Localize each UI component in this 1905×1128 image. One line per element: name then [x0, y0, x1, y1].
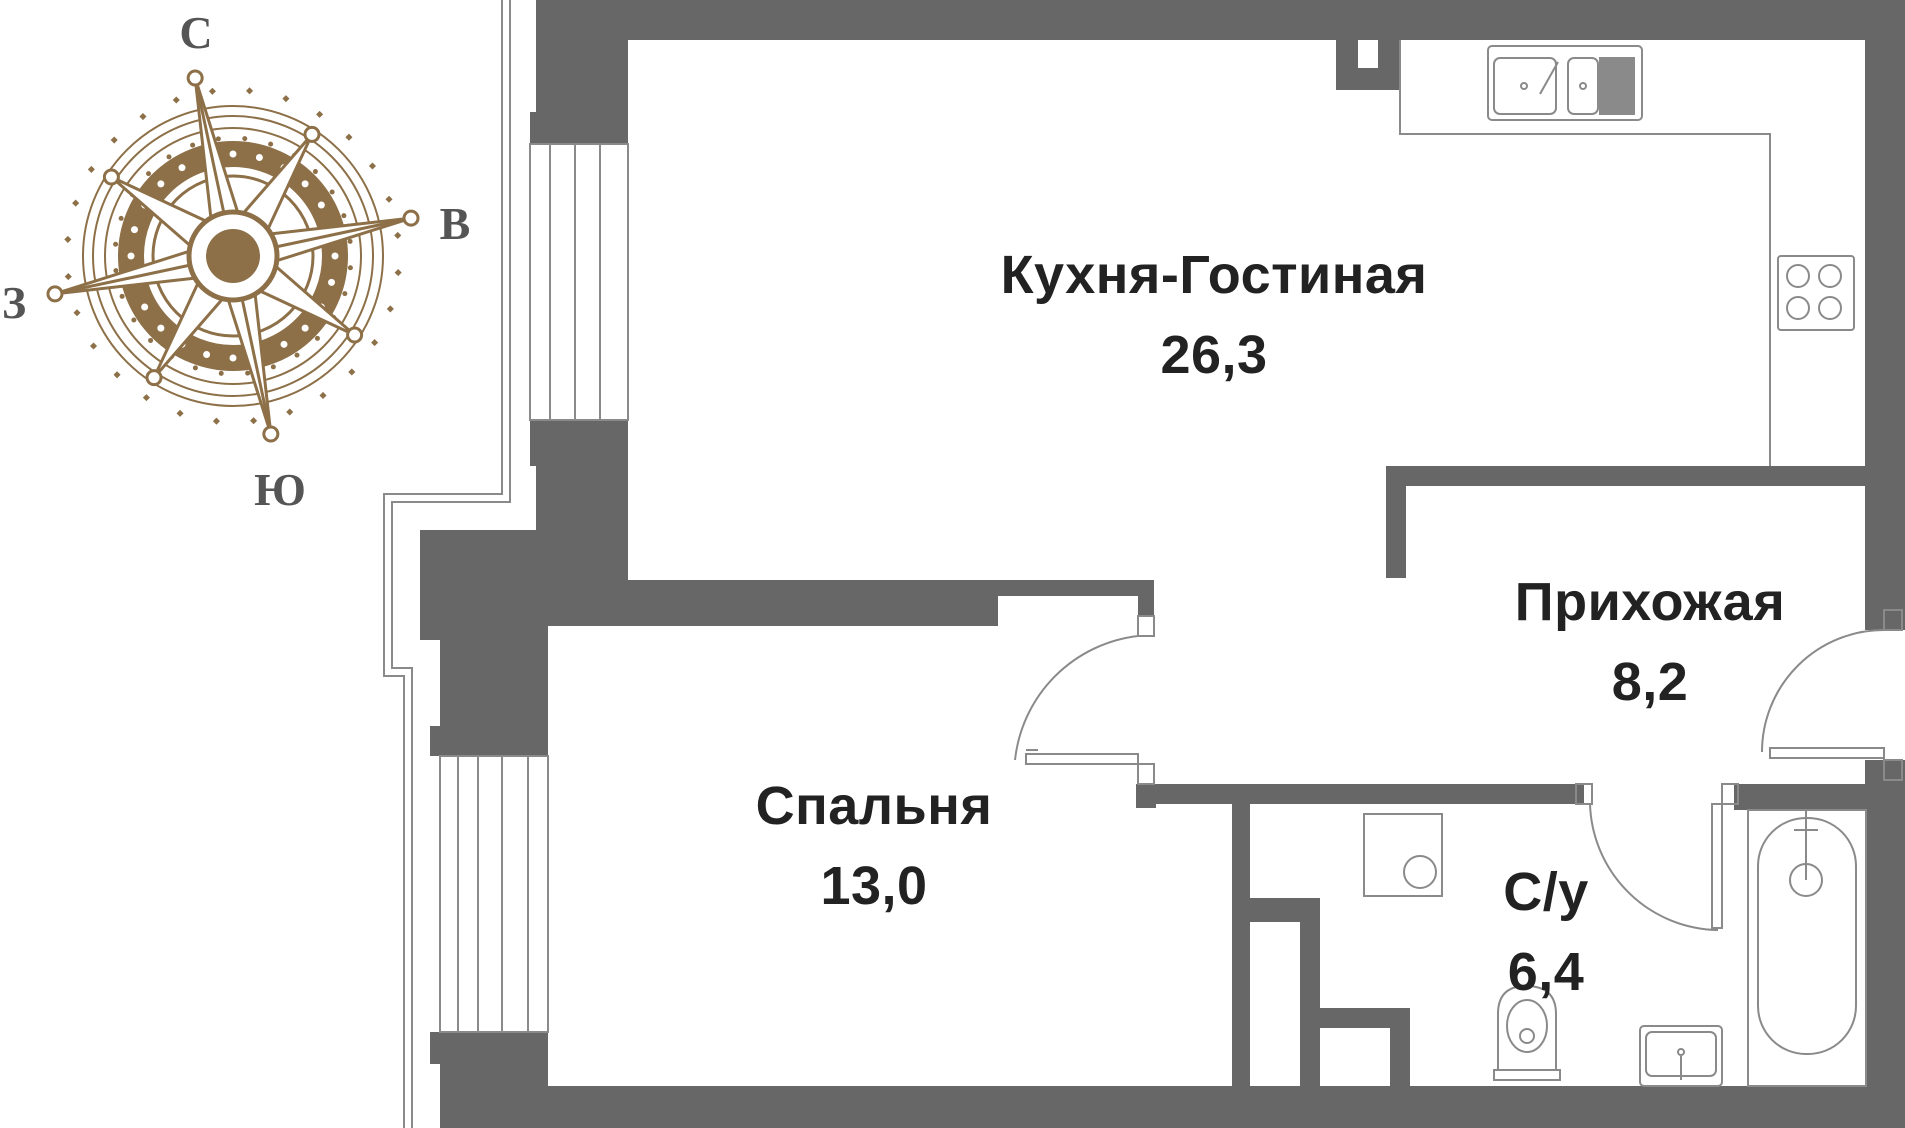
toilet-icon — [1493, 984, 1561, 1081]
compass-letter-west: З — [2, 277, 26, 328]
room-kitchen-living: Кухня-Гостиная 26,3 — [1001, 245, 1428, 385]
compass-rose — [46, 69, 420, 443]
sink-icon — [1487, 45, 1643, 121]
room-bedroom: Спальня 13,0 — [756, 776, 993, 916]
washbasin-icon — [1639, 1025, 1723, 1087]
room-area-hallway: 8,2 — [1612, 652, 1689, 712]
kitchen-counter — [1399, 40, 1771, 466]
room-area-bathroom: 6,4 — [1508, 942, 1585, 1002]
compass-letter-north: С — [179, 7, 212, 58]
door-entrance — [1761, 609, 1903, 781]
room-name-kitchen-living: Кухня-Гостиная — [1001, 245, 1428, 305]
window-bedroom — [439, 755, 549, 1033]
washing-machine-icon — [1363, 813, 1443, 897]
compass-letter-south: Ю — [254, 464, 306, 515]
door-bathroom — [1575, 783, 1739, 931]
room-area-kitchen-living: 26,3 — [1160, 325, 1267, 385]
room-bathroom: С/у 6,4 — [1503, 862, 1589, 1002]
building-outline — [383, 0, 511, 1128]
room-hallway: Прихожая 8,2 — [1515, 572, 1785, 712]
bathtub-icon — [1747, 809, 1867, 1087]
walls — [420, 0, 1905, 1128]
window-kitchen — [529, 143, 629, 421]
room-area-bedroom: 13,0 — [820, 856, 927, 916]
room-name-hallway: Прихожая — [1515, 572, 1785, 632]
room-name-bathroom: С/у — [1503, 862, 1589, 922]
door-bedroom — [1014, 615, 1155, 785]
stove-icon — [1777, 255, 1855, 331]
room-name-bedroom: Спальня — [756, 776, 993, 836]
compass-letter-east: В — [440, 198, 471, 249]
